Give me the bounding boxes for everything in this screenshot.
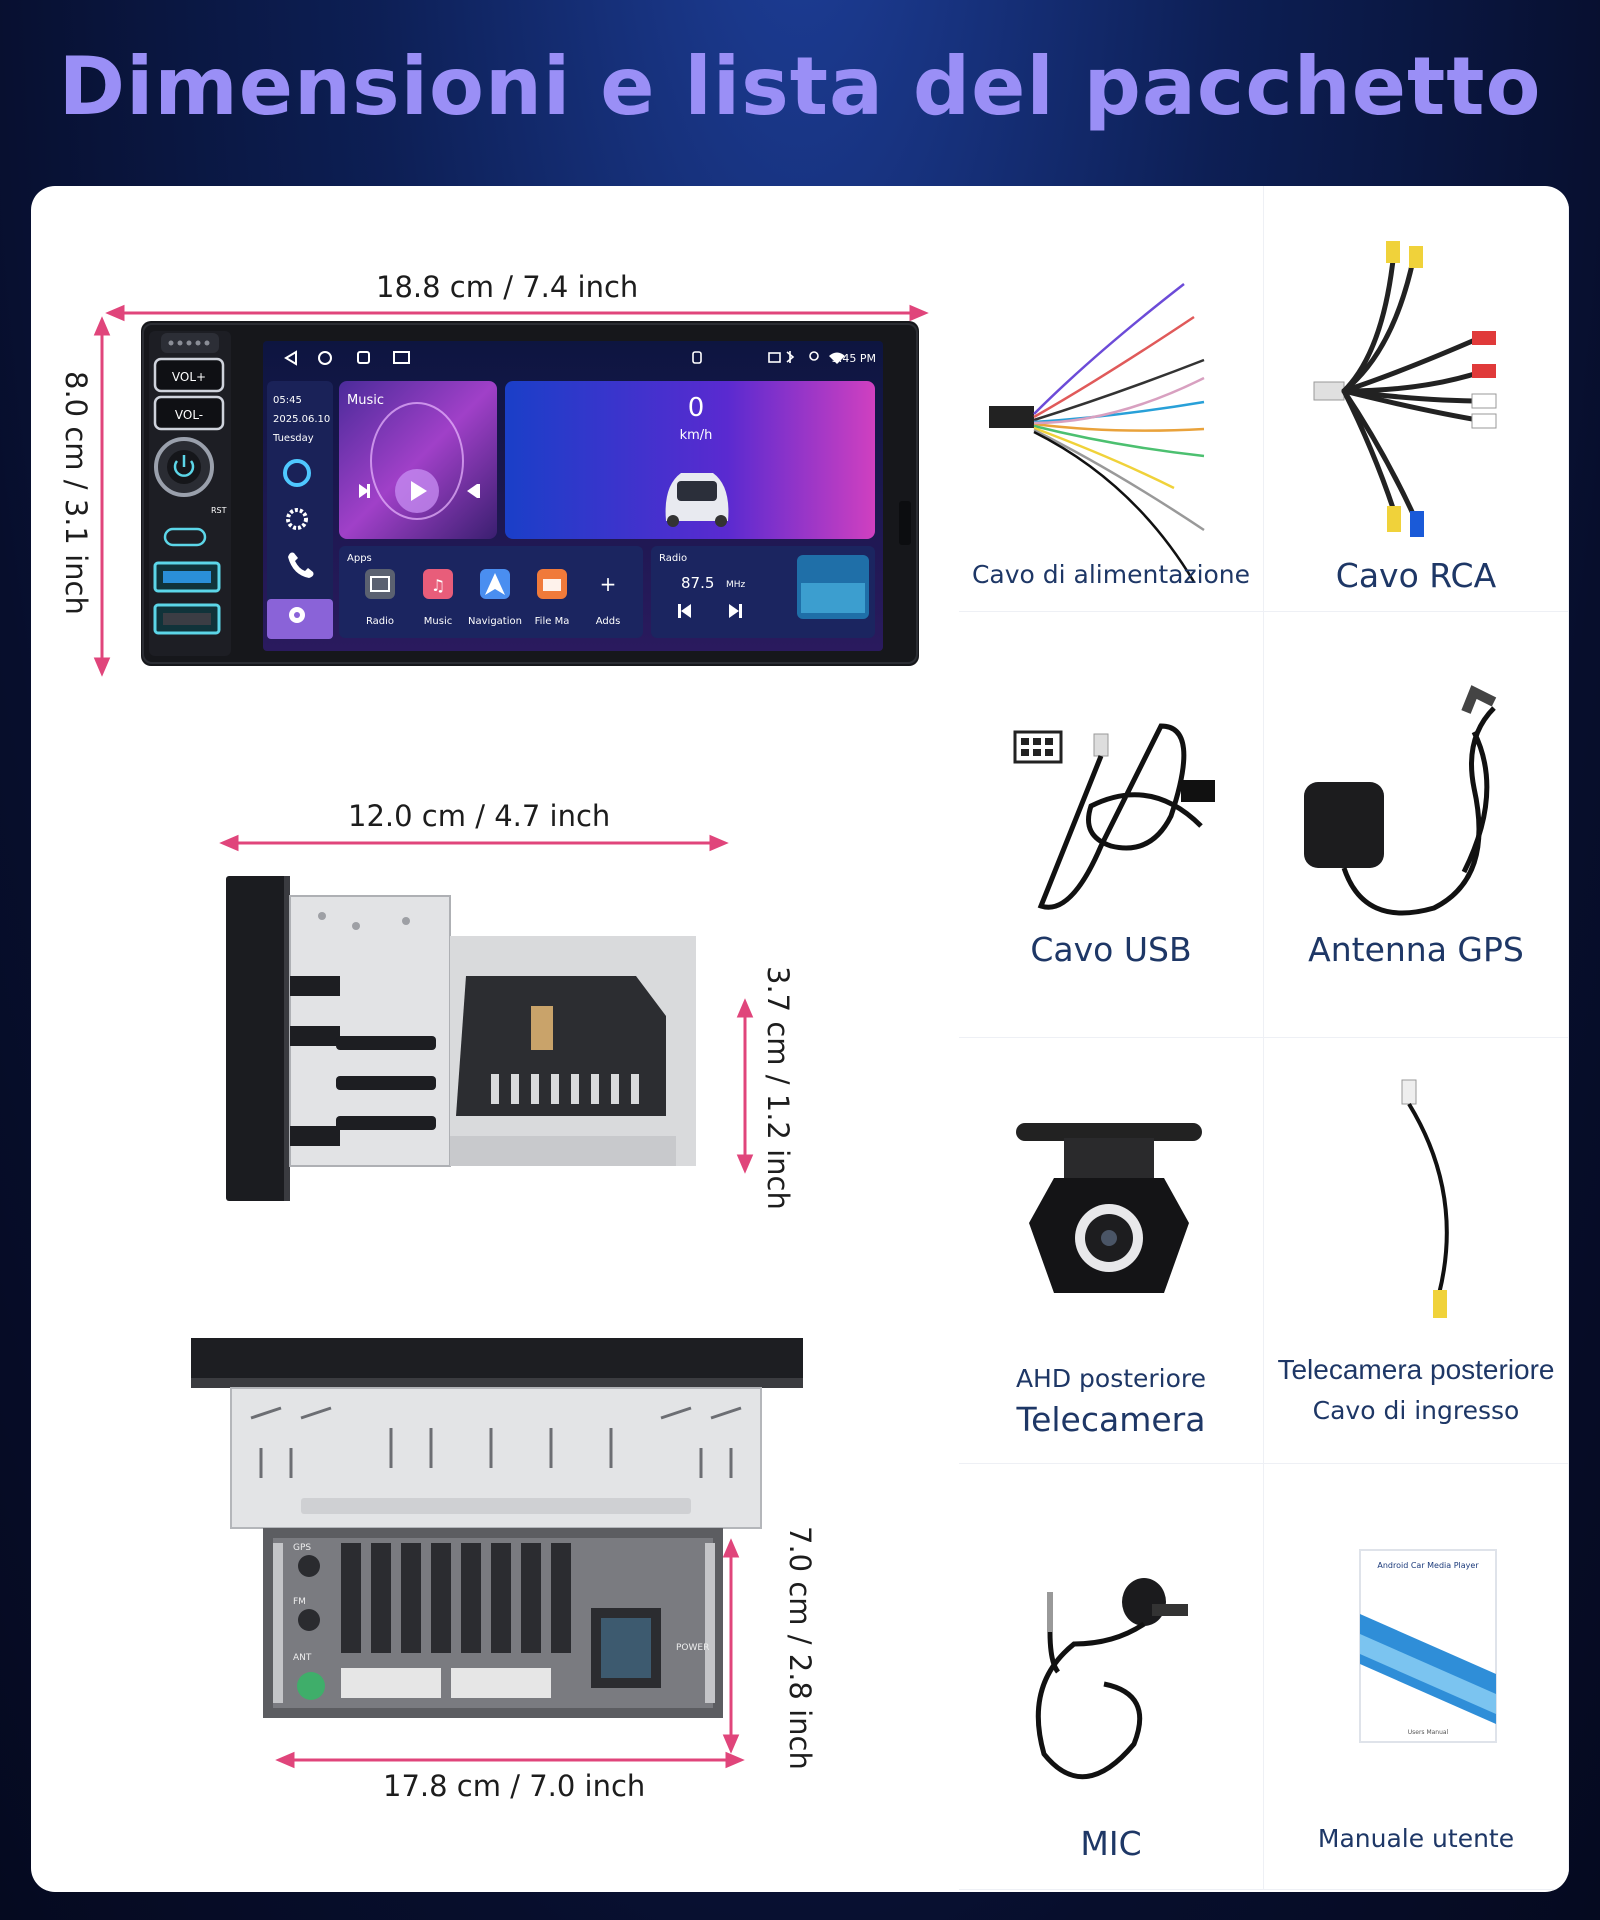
- vol-up-text: VOL+: [172, 370, 206, 384]
- package-item-power-cable: Cavo di alimentazione: [959, 186, 1264, 612]
- rst-text: RST: [211, 506, 227, 515]
- item-label-top: Telecamera posteriore: [1277, 1354, 1555, 1385]
- back-gps-label: GPS: [293, 1543, 311, 1553]
- package-item-rear-camera: AHD posteriore Telecamera: [959, 1038, 1264, 1464]
- stereo-back-view: GPS FM ANT POWER: [191, 1338, 803, 1718]
- app-music[interactable]: Music: [424, 616, 452, 627]
- package-item-usb-cable: Cavo USB: [959, 612, 1264, 1038]
- radio-unit: MHz: [726, 580, 746, 590]
- speed-unit: km/h: [680, 428, 713, 443]
- music-card-label: Music: [347, 393, 384, 408]
- item-label-bottom: Telecamera: [1016, 1400, 1206, 1439]
- item-label: Cavo USB: [1030, 930, 1192, 969]
- camera-input-cable-illustration: [1401, 1079, 1449, 1318]
- manual-cover-title: Android Car Media Player: [1377, 1561, 1479, 1570]
- item-label-top: AHD posteriore: [1015, 1364, 1207, 1393]
- dimension-drawings: 18.8 cm / 7.4 inch 8.0 cm / 3.1 inch 12.…: [31, 186, 959, 1892]
- clock-day: Tuesday: [272, 433, 314, 444]
- back-width-label: 17.8 cm / 7.0 inch: [383, 1769, 646, 1803]
- item-label: Antenna GPS: [1308, 930, 1524, 969]
- item-label: Cavo di alimentazione: [971, 560, 1251, 589]
- page-title: Dimensioni e lista del pacchetto: [58, 40, 1542, 133]
- usb-cable-illustration: [1013, 723, 1215, 910]
- package-item-rca-cable: Cavo RCA: [1264, 186, 1569, 612]
- package-item-microphone: MIC: [959, 1464, 1264, 1890]
- side-height-label: 3.7 cm / 1.2 inch: [761, 966, 795, 1210]
- package-list: Cavo di alimentazione Cavo RCA: [959, 186, 1569, 1892]
- gps-antenna-illustration: [1304, 685, 1497, 916]
- vol-down-text: VOL-: [175, 408, 203, 422]
- content-panel: 18.8 cm / 7.4 inch 8.0 cm / 3.1 inch 12.…: [31, 186, 1569, 1892]
- microphone-illustration: [1035, 1578, 1188, 1780]
- side-depth-label: 12.0 cm / 4.7 inch: [348, 799, 611, 833]
- item-label-bottom: Cavo di ingresso: [1312, 1396, 1520, 1425]
- radio-frequency: 87.5: [681, 574, 714, 592]
- speed-value: 0: [688, 393, 705, 423]
- app-radio[interactable]: Radio: [366, 616, 394, 627]
- rca-cable-illustration: [1313, 241, 1497, 537]
- item-label: MIC: [1080, 1824, 1142, 1863]
- radio-label: Radio: [659, 553, 687, 564]
- back-ant-label: ANT: [293, 1653, 312, 1663]
- svg-text:+: +: [600, 572, 617, 596]
- app-adds[interactable]: Adds: [596, 616, 621, 627]
- app-navigation[interactable]: Navigation: [468, 616, 522, 627]
- apps-label: Apps: [347, 553, 372, 564]
- back-fm-label: FM: [293, 1597, 306, 1607]
- back-power-label: POWER: [676, 1643, 709, 1653]
- dimension-lines: [93, 304, 929, 1769]
- rear-camera-illustration: [1016, 1123, 1202, 1293]
- stereo-front-view: VOL+ VOL- RST 5:45 PM 05:45: [141, 321, 919, 666]
- power-cable-illustration: [989, 283, 1205, 583]
- front-width-label: 18.8 cm / 7.4 inch: [376, 270, 639, 304]
- user-manual-illustration: Android Car Media Player Users Manual: [1359, 1549, 1497, 1743]
- item-label: Manuale utente: [1317, 1824, 1515, 1853]
- app-file-manager[interactable]: File Ma: [535, 616, 570, 627]
- package-item-user-manual: Android Car Media Player Users Manual Ma…: [1264, 1464, 1569, 1890]
- item-label: Cavo RCA: [1335, 556, 1497, 595]
- package-item-gps-antenna: Antenna GPS: [1264, 612, 1569, 1038]
- stereo-side-view: [226, 876, 696, 1201]
- package-item-camera-input-cable: Telecamera posteriore Cavo di ingresso: [1264, 1038, 1569, 1464]
- front-height-label: 8.0 cm / 3.1 inch: [59, 371, 93, 615]
- clock-date: 2025.06.10: [273, 414, 330, 425]
- manual-cover-footer: Users Manual: [1408, 1729, 1449, 1736]
- svg-text:♫: ♫: [431, 576, 445, 595]
- clock-time: 05:45: [273, 395, 302, 406]
